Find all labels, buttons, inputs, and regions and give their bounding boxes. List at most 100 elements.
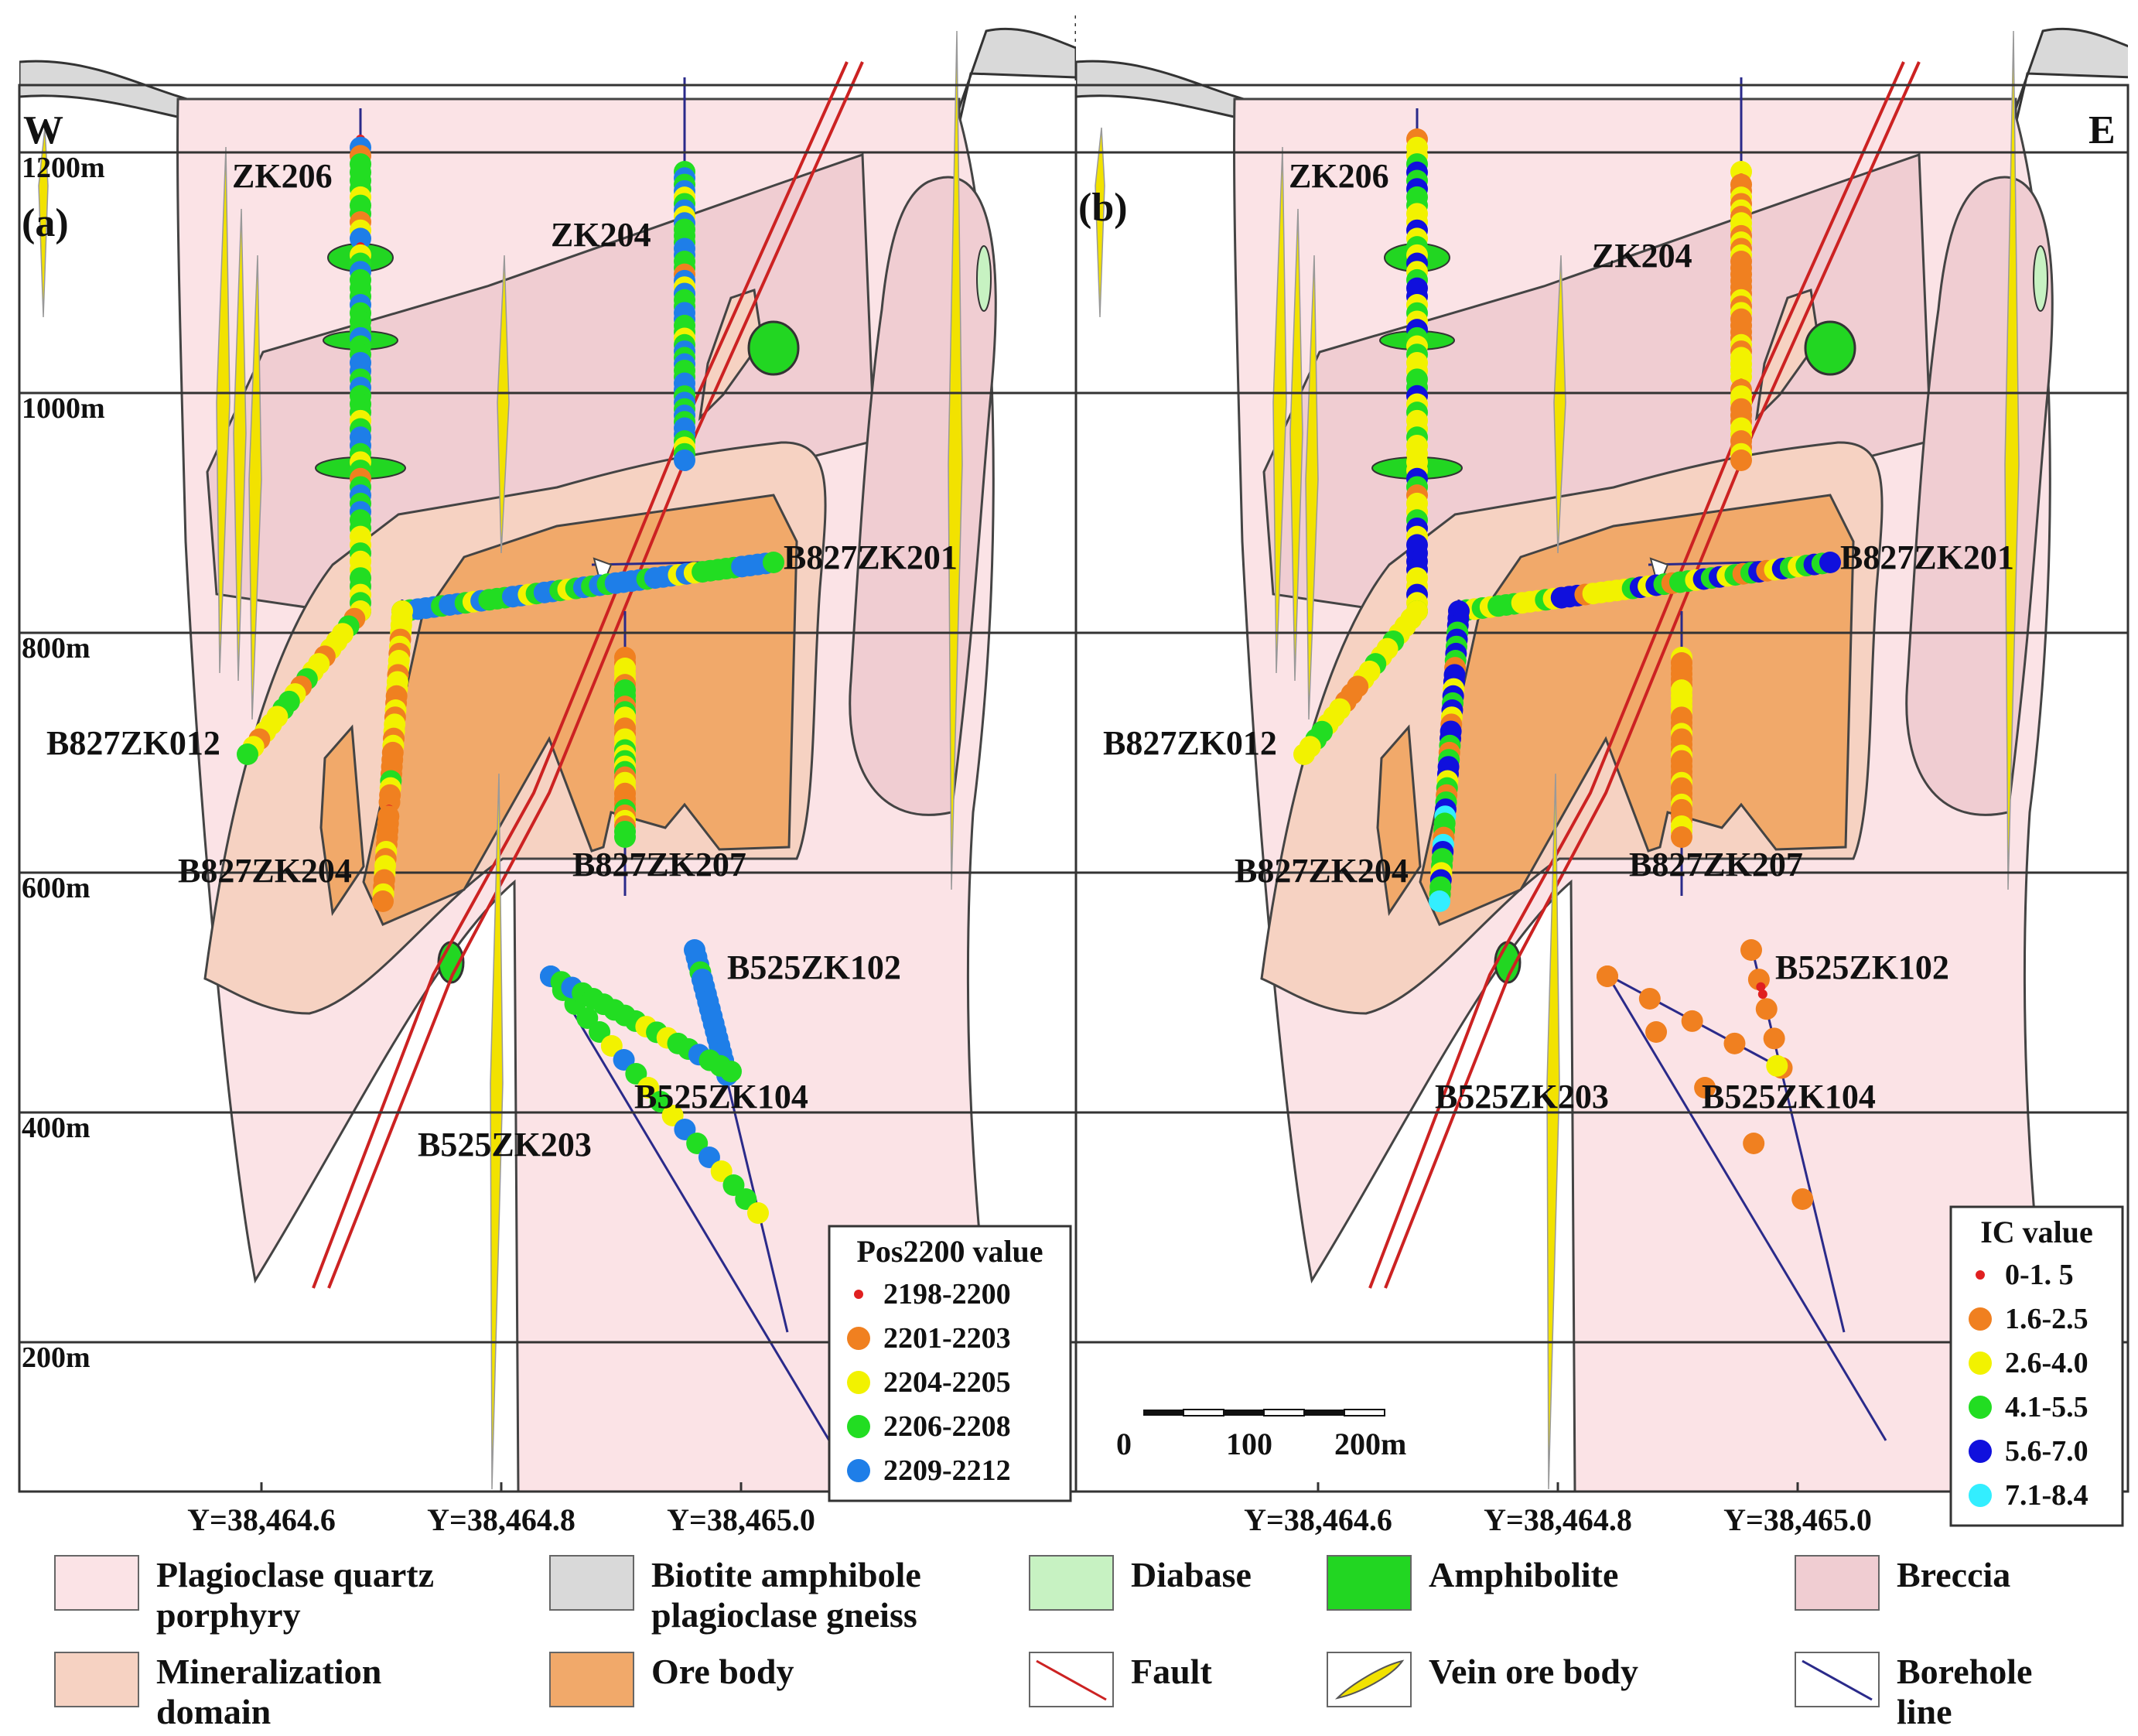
sample-point xyxy=(763,552,784,573)
legend-label: 2198-2200 xyxy=(883,1278,1011,1311)
x-tick-label: Y=38,464.6 xyxy=(187,1502,336,1537)
legend-label: 4.1-5.5 xyxy=(2005,1391,2088,1423)
sample-point xyxy=(720,1061,742,1082)
sample-point xyxy=(1671,826,1692,848)
sample-point xyxy=(1730,449,1752,471)
elevation-label: 800m xyxy=(22,632,91,665)
sample-point xyxy=(710,1160,733,1182)
east-direction-label: E xyxy=(2088,108,2116,152)
legend-entry: Plagioclase quartz porphyry xyxy=(54,1555,434,1635)
borehole-label: B827ZK204 xyxy=(1235,852,1409,890)
borehole-label: B827ZK204 xyxy=(178,852,352,890)
legend-swatch xyxy=(847,1327,870,1350)
borehole-label: ZK204 xyxy=(1592,237,1692,275)
borehole-samples-b xyxy=(1293,128,1841,1210)
panel-a-label: (a) xyxy=(22,201,69,245)
scale-label-200m: 200m xyxy=(1334,1427,1406,1461)
legend-entry: Biotite amphibole plagioclase gneiss xyxy=(549,1555,921,1635)
sample-point xyxy=(686,1133,709,1154)
legend-entry: Mineralization domain xyxy=(54,1652,381,1732)
legend-swatch xyxy=(1969,1484,1992,1507)
x-tick-label: Y=38,464.6 xyxy=(1244,1502,1392,1537)
sample-point xyxy=(637,1077,660,1099)
sample-point xyxy=(1597,965,1618,987)
legend-text: Ore body xyxy=(651,1652,794,1691)
legend-text: Biotite amphibole plagioclase gneiss xyxy=(651,1555,921,1635)
borehole-label: ZK206 xyxy=(1289,157,1389,195)
sample-point xyxy=(600,1035,623,1057)
borehole-label: B827ZK201 xyxy=(1840,538,2014,576)
legend-swatch xyxy=(54,1555,139,1611)
borehole-label: B525ZK203 xyxy=(1435,1078,1609,1116)
sample-point xyxy=(1429,890,1450,912)
borehole-label: B827ZK201 xyxy=(784,538,958,576)
sample-point xyxy=(735,1188,757,1210)
sample-point xyxy=(1638,987,1661,1010)
scale-label-100: 100 xyxy=(1226,1427,1272,1461)
legend-label: 5.6-7.0 xyxy=(2005,1435,2088,1468)
legend-swatch xyxy=(1969,1352,1992,1375)
legend-swatch xyxy=(1976,1270,1985,1280)
borehole-label: B827ZK012 xyxy=(46,724,220,762)
borehole-label: B525ZK104 xyxy=(1702,1078,1876,1116)
sample-point xyxy=(237,743,258,765)
borehole-label: B525ZK102 xyxy=(1775,948,1949,986)
x-tick-label: Y=38,464.8 xyxy=(427,1502,575,1537)
legend-swatch xyxy=(1029,1555,1114,1611)
pos2200-legend: Pos2200 value2198-22002201-22032204-2205… xyxy=(828,1225,1072,1502)
sample-point xyxy=(576,1007,599,1029)
sample-point xyxy=(1645,1021,1668,1043)
legend-swatch xyxy=(847,1415,870,1438)
sample-point xyxy=(747,1202,769,1224)
legend-swatch xyxy=(1327,1652,1412,1707)
elevation-label: 1200m xyxy=(22,152,105,184)
legend-label: 1.6-2.5 xyxy=(2005,1303,2088,1335)
x-axis: Y=38,464.6 Y=38,464.8 Y=38,465.0 Y=38,464.6… xyxy=(187,1482,1872,1537)
legend-text: Diabase xyxy=(1131,1555,1252,1594)
sample-point xyxy=(661,1105,684,1126)
borehole-samples-a xyxy=(237,135,784,1224)
legend-swatch xyxy=(847,1459,870,1482)
x-tick-label: Y=38,465.0 xyxy=(667,1502,815,1537)
sample-point xyxy=(1757,989,1767,1000)
sample-point xyxy=(1743,1133,1765,1154)
lithology-legend: Plagioclase quartz porphyry Biotite amphi… xyxy=(0,1540,2138,1736)
legend-label: 7.1-8.4 xyxy=(2005,1479,2088,1512)
borehole-label: B827ZK207 xyxy=(572,846,746,883)
borehole-label: B525ZK104 xyxy=(634,1078,808,1116)
sample-point xyxy=(674,1119,696,1140)
elevation-label: 1000m xyxy=(22,392,105,425)
sample-point xyxy=(1766,1054,1788,1077)
legend-label: 2.6-4.0 xyxy=(2005,1347,2088,1379)
sample-point xyxy=(1723,1032,1746,1054)
legend-label: 0-1. 5 xyxy=(2005,1259,2074,1291)
sample-point xyxy=(722,1174,745,1196)
scale-bar: 0 100 200m xyxy=(1116,1409,1406,1461)
legend-swatch xyxy=(1969,1307,1992,1331)
borehole-label: B827ZK207 xyxy=(1629,846,1803,883)
borehole-label: ZK204 xyxy=(551,216,651,254)
legend-title: Pos2200 value xyxy=(856,1234,1043,1269)
legend-swatch xyxy=(847,1371,870,1394)
sample-point xyxy=(1681,1010,1703,1032)
sample-point xyxy=(698,1147,720,1168)
borehole-label: B525ZK102 xyxy=(727,948,901,986)
borehole-label: ZK206 xyxy=(232,157,333,195)
legend-swatch xyxy=(549,1555,634,1611)
sample-point xyxy=(1694,1077,1716,1099)
legend-box xyxy=(828,1225,1072,1502)
sample-point xyxy=(614,826,636,848)
legend-swatch xyxy=(1969,1396,1992,1419)
legend-entry: Fault xyxy=(1029,1652,1212,1707)
sample-point xyxy=(674,449,695,471)
legend-entry: Amphibolite xyxy=(1327,1555,1618,1611)
legend-text: Borehole line xyxy=(1897,1652,2033,1731)
x-tick-label: Y=38,464.8 xyxy=(1484,1502,1632,1537)
legend-entry: Diabase xyxy=(1029,1555,1252,1611)
legend-swatch xyxy=(1969,1440,1992,1463)
legend-text: Fault xyxy=(1131,1652,1212,1691)
